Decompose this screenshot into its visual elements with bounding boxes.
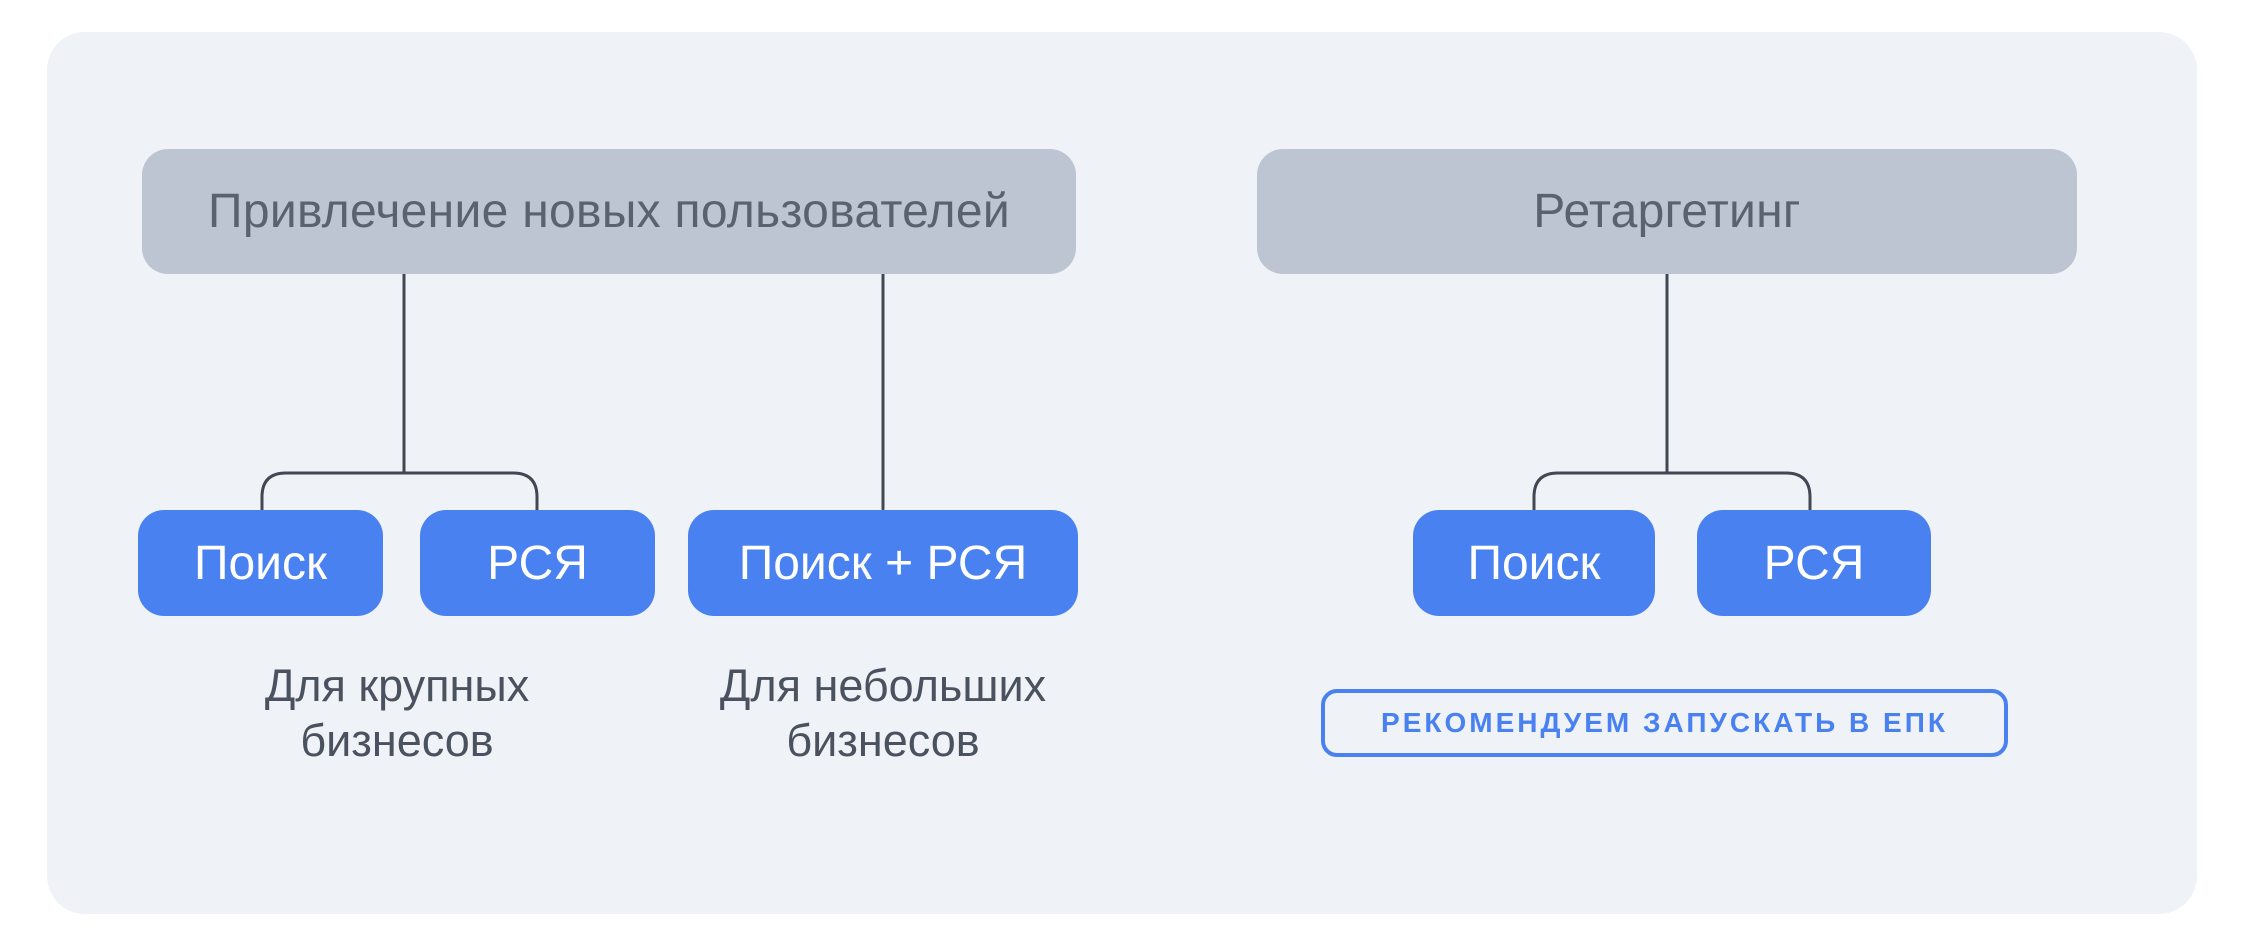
header-retargeting: Ретаргетинг <box>1257 149 2077 274</box>
header-new-users: Привлечение новых пользователей <box>142 149 1076 274</box>
node-search-plus-rsya: Поиск + РСЯ <box>688 510 1078 616</box>
note-large-businesses: Для крупных бизнесов <box>264 660 530 766</box>
node-search-right: Поиск <box>1413 510 1655 616</box>
note-small-businesses: Для небольших бизнесов <box>719 660 1047 766</box>
node-rsya-right: РСЯ <box>1697 510 1931 616</box>
node-rsya-left: РСЯ <box>420 510 655 616</box>
node-search-left: Поиск <box>138 510 383 616</box>
badge-recommend-epk: РЕКОМЕНДУЕМ ЗАПУСКАТЬ В ЕПК <box>1321 689 2008 757</box>
